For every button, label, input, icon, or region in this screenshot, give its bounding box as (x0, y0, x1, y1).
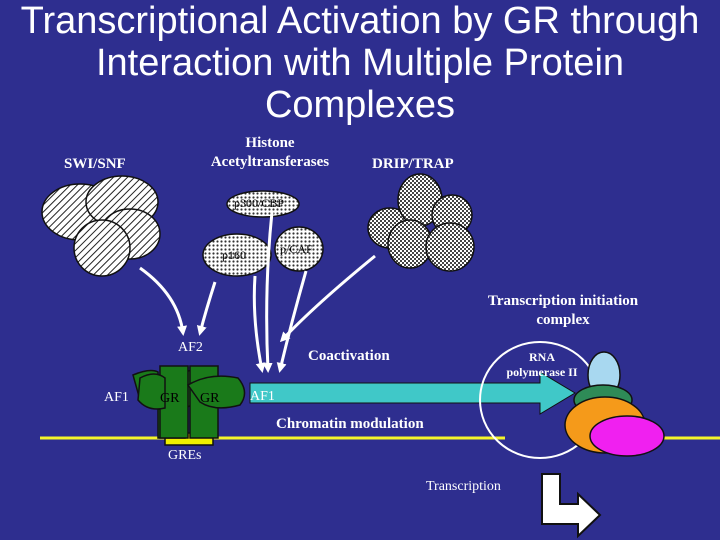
af2-label: AF2 (178, 340, 203, 355)
rna-pol-label-line2: polymerase II (506, 365, 578, 379)
gr-dimer (132, 365, 246, 439)
tic-label-line1: Transcription initiation (487, 293, 639, 309)
gres-label: GREs (168, 448, 202, 463)
pcaf-oval (274, 226, 324, 272)
recruitment-arrows (139, 211, 376, 373)
swi-snf-label: SWI/SNF (64, 156, 126, 172)
af1-right-label: AF1 (250, 389, 275, 404)
transcription-initiation-complex (479, 341, 665, 459)
slide-title: Transcriptional Activation by GR through… (20, 0, 700, 126)
histone-acetyltransferases-label: Histone Acetyltransferases (190, 134, 350, 172)
rna-pol-label-line1: RNA (529, 350, 555, 364)
p160-label: p160 (222, 248, 246, 262)
swi-snf-complex (41, 175, 161, 277)
coactivation-label: Coactivation (308, 348, 390, 364)
drip-trap-complex (367, 173, 475, 272)
af1-left-label: AF1 (104, 390, 129, 405)
coactivation-arrow (249, 371, 576, 415)
tic-label-line2: complex (536, 312, 590, 328)
transcription-label: Transcription (426, 479, 501, 494)
p300-cbp-label: p300/CBP (234, 196, 285, 210)
p300-cbp-oval (226, 190, 300, 218)
rna-polymerase-label: RNA polymerase II (492, 350, 592, 380)
pcaf-label: p/CAF (280, 242, 313, 256)
chromatin-modulation-label: Chromatin modulation (276, 416, 424, 432)
gr-right-label: GR (200, 391, 220, 406)
p160-oval (202, 233, 272, 277)
transcription-arrow (541, 473, 602, 539)
histone-label-line2: Acetyltransferases (210, 154, 330, 170)
gr-left-label: GR (160, 391, 180, 406)
drip-trap-label: DRIP/TRAP (372, 156, 454, 172)
histone-label-line1: Histone (245, 135, 295, 151)
transcription-initiation-complex-label: Transcription initiation complex (468, 292, 658, 330)
